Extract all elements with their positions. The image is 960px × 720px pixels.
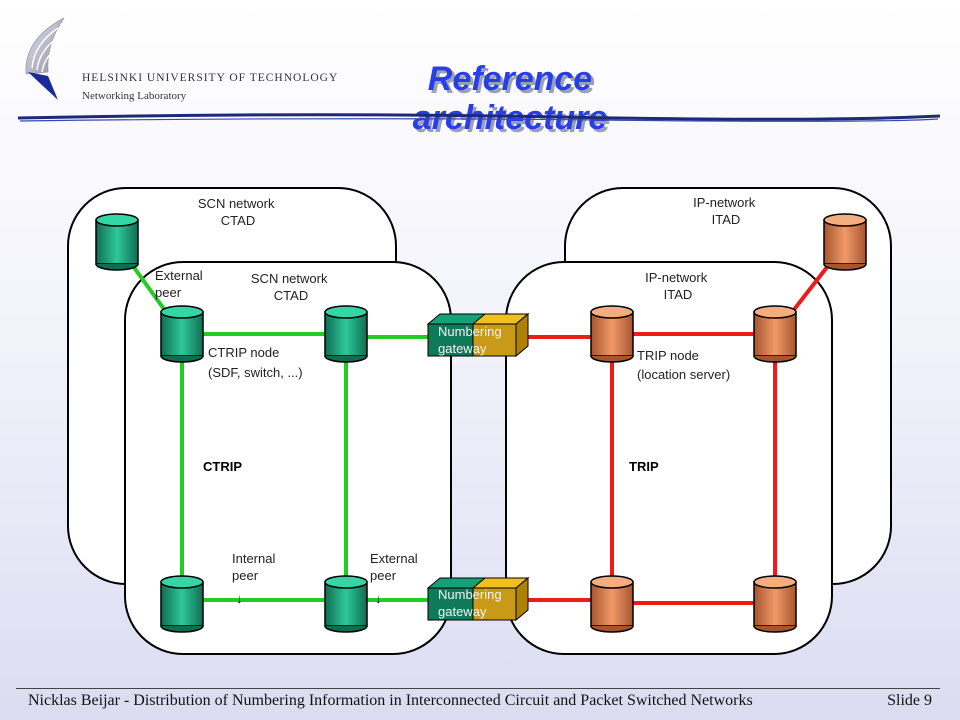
internal-peer-label: Internal peer [232, 551, 279, 583]
ctrip-node [324, 305, 368, 363]
ctrip-node [160, 305, 204, 363]
trip-node [590, 305, 634, 363]
numbering-gateway-bottom [426, 576, 530, 622]
external-peer-bottom-label: External peer [370, 551, 421, 583]
trip-external-node [823, 213, 867, 271]
ctrip-node [324, 575, 368, 633]
trip-protocol-label: TRIP [629, 459, 659, 474]
university-name: HELSINKI UNIVERSITY OF TECHNOLOGY [82, 72, 339, 84]
trip-node [590, 575, 634, 633]
numbering-gateway-top [426, 312, 530, 358]
gateway-bottom-label: Numbering gateway [438, 587, 505, 619]
scn-inner-domain [124, 261, 452, 655]
ip-inner-domain [505, 261, 833, 655]
ctrip-external-node [95, 213, 139, 271]
arrow-down-icon: ↓ [375, 591, 382, 606]
ctrip-protocol-label: CTRIP [203, 459, 242, 474]
ip-outer-label: IP-network ITAD [693, 195, 759, 227]
ctrip-node-label: CTRIP node (SDF, switch, ...) [208, 345, 303, 380]
slide-number: Slide 9 [887, 692, 932, 709]
trip-node [753, 305, 797, 363]
trip-node [753, 575, 797, 633]
title-underline [17, 113, 941, 122]
gateway-top-label: Numbering gateway [438, 324, 505, 356]
ctrip-node [160, 575, 204, 633]
scn-inner-label: SCN network CTAD [251, 271, 331, 303]
arrow-down-icon: ↓ [236, 591, 243, 606]
trip-node-label: TRIP node (location server) [637, 348, 730, 382]
footer: Nicklas Beijar - Distribution of Numberi… [28, 692, 932, 710]
university-logo [18, 14, 318, 106]
lab-name: Networking Laboratory [82, 90, 187, 102]
scn-outer-label: SCN network CTAD [198, 196, 278, 228]
footer-citation: Nicklas Beijar - Distribution of Numberi… [28, 692, 753, 709]
hut-emblem-icon [25, 17, 65, 100]
external-peer-top-label: External peer [155, 268, 206, 300]
footer-divider [16, 688, 940, 689]
ip-inner-label: IP-network ITAD [645, 270, 711, 302]
